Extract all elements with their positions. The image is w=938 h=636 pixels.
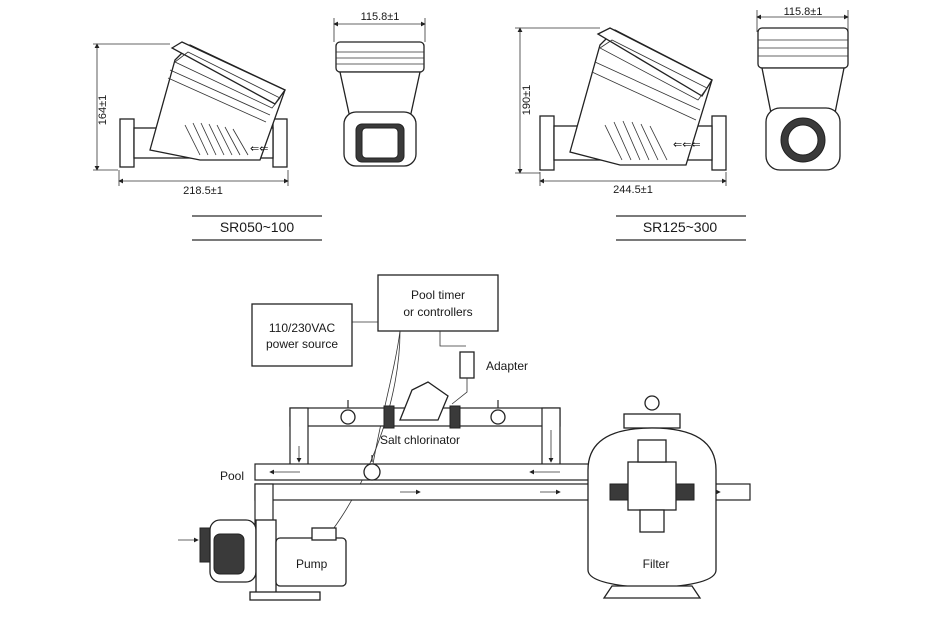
power-source-box: [251, 303, 353, 367]
power-label-2: power source: [266, 337, 338, 351]
width-dimension-right: 244.5±1: [613, 184, 653, 196]
pump-label: Pump: [296, 557, 328, 571]
height-dimension-right: 190±1: [521, 85, 533, 116]
power-label-1: 110/230VAC: [269, 321, 336, 335]
svg-text:⇐⇐⇐: ⇐⇐⇐: [673, 139, 701, 151]
controller-box: [377, 274, 499, 332]
height-dimension: 164±1: [97, 95, 109, 126]
filter-tank: [587, 395, 717, 599]
model-label-right: SR125~300: [643, 219, 718, 235]
width-dimension: 218.5±1: [183, 185, 223, 197]
salt-chlorinator: [383, 381, 461, 429]
pool-label: Pool: [220, 469, 244, 483]
sr050-side-view: ⇐⇐ 164±1 218.5±1: [93, 41, 289, 197]
svg-text:⇐⇐: ⇐⇐: [250, 143, 268, 155]
sr125-front-view: 115.8±1: [756, 6, 849, 171]
front-width-dimension: 115.8±1: [361, 11, 400, 23]
sr125-side-view: ⇐⇐⇐ 190±1 244.5±1: [515, 27, 727, 196]
chlorinator-label: Salt chlorinator: [380, 433, 460, 447]
pump: [178, 519, 347, 601]
front-width-dimension-right: 115.8±1: [784, 6, 823, 18]
model-label-left: SR050~100: [220, 219, 295, 235]
filter-label: Filter: [643, 557, 670, 571]
sr050-front-view: 115.8±1: [333, 11, 426, 167]
controller-label-1: Pool timer: [411, 288, 465, 302]
adapter-body: [459, 351, 475, 379]
controller-label-2: or controllers: [403, 305, 472, 319]
adapter-label: Adapter: [486, 359, 528, 373]
